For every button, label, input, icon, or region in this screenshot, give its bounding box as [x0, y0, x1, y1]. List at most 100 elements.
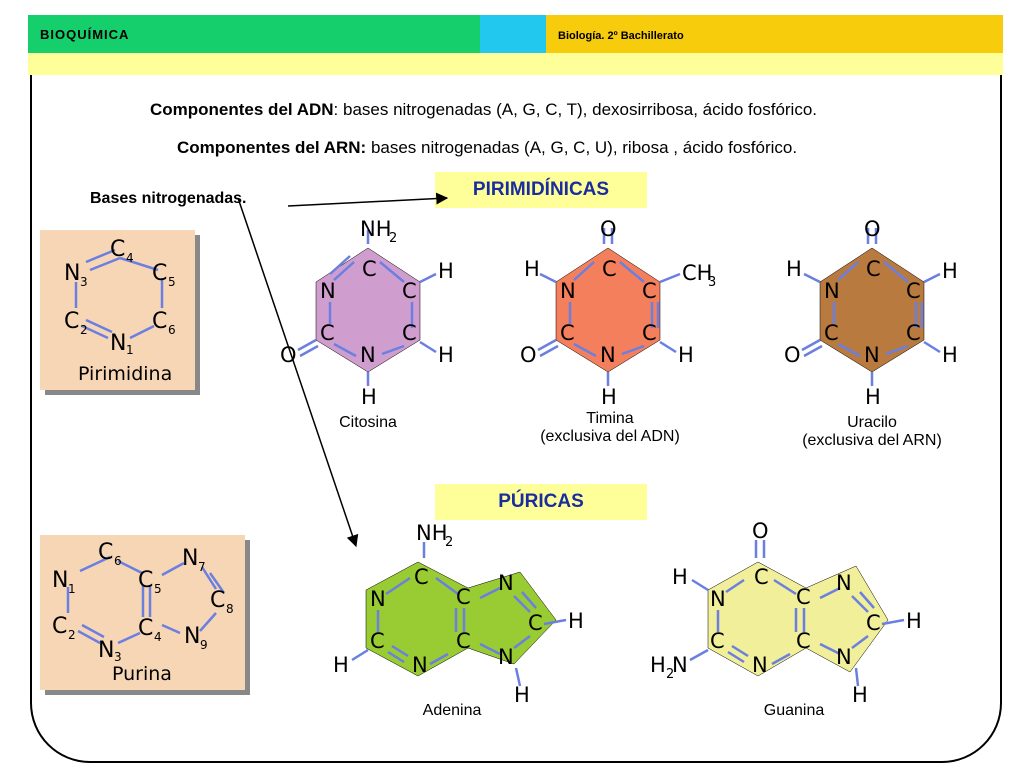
svg-text:8: 8 — [226, 602, 234, 616]
svg-text:C: C — [866, 611, 881, 635]
svg-text:N: N — [498, 571, 514, 595]
svg-text:N: N — [412, 653, 428, 677]
svg-text:2: 2 — [445, 535, 453, 550]
svg-text:3: 3 — [80, 275, 88, 289]
svg-text:C: C — [210, 588, 225, 613]
svg-text:4: 4 — [154, 630, 162, 644]
svg-text:H: H — [852, 683, 868, 707]
uracilo-note: (exclusiva del ARN) — [802, 432, 942, 449]
svg-text:1: 1 — [68, 582, 76, 596]
svg-text:H: H — [524, 257, 540, 281]
svg-text:H: H — [786, 257, 802, 281]
purina-name: Purina — [112, 663, 172, 685]
timina-caption: Timina (exclusiva del ADN) — [510, 410, 710, 446]
svg-text:N: N — [752, 653, 768, 677]
svg-text:C: C — [414, 565, 429, 589]
adn-components-line: Componentes del ADN: bases nitrogenadas … — [150, 100, 817, 120]
svg-text:N: N — [824, 279, 840, 303]
svg-text:N: N — [370, 587, 386, 611]
arn-components-line: Componentes del ARN: bases nitrogenadas … — [177, 138, 797, 158]
svg-text:N: N — [182, 546, 198, 571]
svg-text:6: 6 — [168, 323, 176, 337]
svg-text:3: 3 — [708, 275, 716, 290]
svg-text:O: O — [864, 217, 881, 241]
svg-text:O: O — [784, 343, 801, 367]
svg-text:O: O — [280, 343, 297, 367]
adenina-name: Adenina — [422, 702, 482, 719]
svg-text:H: H — [865, 385, 881, 409]
pirimidinicas-title: PIRIMIDÍNICAS — [435, 172, 647, 208]
adn-components-text: : bases nitrogenadas (A, G, C, T), dexos… — [333, 100, 818, 119]
header-course-title: Biología. 2º Bachillerato — [558, 30, 684, 42]
svg-text:H: H — [361, 385, 377, 409]
svg-text:N: N — [498, 645, 514, 669]
svg-text:C: C — [64, 309, 79, 334]
svg-text:H: H — [942, 343, 958, 367]
svg-text:C: C — [320, 321, 335, 345]
svg-text:H: H — [601, 385, 617, 409]
arrow-to-puricas — [237, 197, 359, 548]
svg-text:5: 5 — [154, 582, 162, 596]
svg-text:2: 2 — [68, 628, 76, 642]
header-bar: BIOQUÍMICA Biología. 2º Bachillerato — [28, 15, 1003, 53]
svg-text:N: N — [560, 279, 576, 303]
svg-text:H: H — [942, 259, 958, 283]
guanina-caption: Guanina — [734, 702, 854, 720]
svg-text:C: C — [560, 321, 575, 345]
svg-text:NH: NH — [360, 217, 392, 241]
bases-label: Bases nitrogenadas. — [90, 190, 247, 207]
citosina-name: Citosina — [339, 414, 397, 431]
svg-text:C: C — [456, 629, 471, 653]
svg-text:C: C — [866, 257, 881, 281]
svg-text:C: C — [98, 540, 113, 565]
svg-text:H: H — [438, 259, 454, 283]
svg-text:N: N — [710, 587, 726, 611]
timina-note: (exclusiva del ADN) — [540, 428, 680, 445]
svg-text:C: C — [152, 261, 167, 286]
svg-text:H: H — [438, 343, 454, 367]
header-subject-title: BIOQUÍMICA — [40, 27, 130, 42]
svg-text:C: C — [642, 321, 657, 345]
svg-text:N: N — [110, 331, 126, 356]
content-frame — [30, 75, 1002, 763]
header-yellow-segment — [546, 15, 1003, 53]
adn-components-label: Componentes del ADN — [150, 100, 334, 119]
svg-text:C: C — [362, 257, 377, 281]
svg-text:C: C — [402, 321, 417, 345]
svg-text:6: 6 — [114, 554, 122, 568]
svg-text:C: C — [602, 257, 617, 281]
svg-text:C: C — [754, 565, 769, 589]
svg-text:C: C — [906, 321, 921, 345]
svg-text:C: C — [528, 611, 543, 635]
citosina-caption: Citosina — [308, 414, 428, 432]
arn-components-text: bases nitrogenadas (A, G, C, U), ribosa … — [366, 138, 798, 157]
svg-text:C: C — [370, 629, 385, 653]
svg-text:H: H — [333, 653, 349, 677]
svg-text:4: 4 — [126, 251, 134, 265]
adenina-caption: Adenina — [392, 702, 512, 720]
uracilo-name: Uracilo — [847, 414, 897, 431]
pirimidina-name: Pirimidina — [78, 363, 172, 385]
svg-text:9: 9 — [200, 638, 208, 652]
citosina-structure: NH2 C N C C C N H H H O — [280, 217, 454, 409]
arrow-to-pirimidinicas — [287, 192, 449, 207]
svg-text:CH: CH — [682, 261, 712, 285]
svg-text:C: C — [152, 309, 167, 334]
svg-text:N: N — [600, 343, 616, 367]
svg-text:H: H — [568, 609, 584, 633]
svg-text:N: N — [184, 624, 200, 649]
svg-text:N: N — [836, 645, 852, 669]
svg-text:H: H — [514, 683, 530, 707]
uracilo-caption: Uracilo (exclusiva del ARN) — [772, 414, 972, 450]
svg-text:C: C — [456, 585, 471, 609]
svg-text:5: 5 — [168, 275, 176, 289]
svg-text:2: 2 — [389, 231, 397, 246]
puricas-title: PÚRICAS — [435, 484, 647, 520]
guanina-name: Guanina — [763, 702, 825, 719]
svg-text:3: 3 — [114, 650, 122, 664]
